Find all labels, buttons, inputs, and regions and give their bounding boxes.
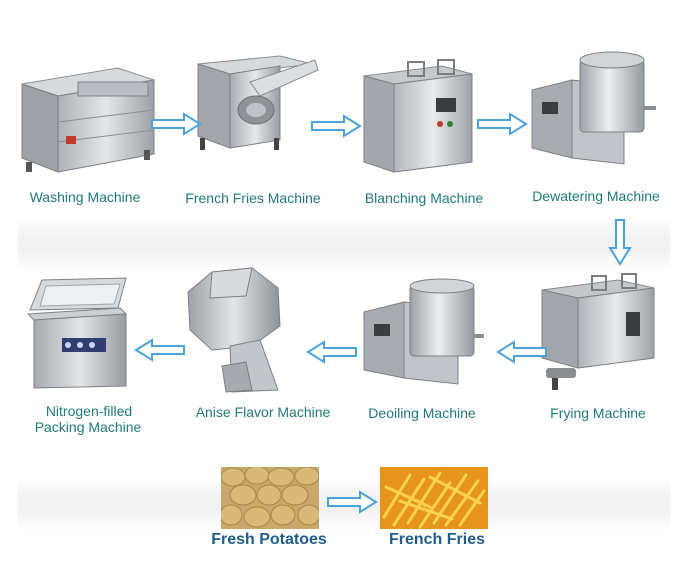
label-blanching-machine: Blanching Machine xyxy=(364,190,484,206)
arrow-left-icon xyxy=(496,340,548,364)
label-packing-line2: Packing Machine xyxy=(34,419,142,435)
french-fries-image xyxy=(380,467,488,529)
label-fresh-potatoes: Fresh Potatoes xyxy=(211,531,327,548)
label-deoiling-machine: Deoiling Machine xyxy=(368,405,476,421)
french-fries-machine-image xyxy=(190,52,320,160)
label-french-fries-machine: French Fries Machine xyxy=(185,190,321,206)
arrow-down-icon xyxy=(608,218,632,266)
arrow-right-icon xyxy=(476,112,528,136)
label-packing-line1: Nitrogen-filled xyxy=(45,403,133,419)
blanching-machine-image xyxy=(358,58,476,178)
frying-machine-image xyxy=(538,272,660,396)
background-band-top xyxy=(18,218,670,272)
packing-machine-image xyxy=(22,274,134,392)
deoiling-machine-image xyxy=(362,278,486,388)
dewatering-machine-image xyxy=(528,50,660,170)
arrow-left-icon xyxy=(306,340,358,364)
arrow-left-icon xyxy=(134,338,186,362)
label-washing-machine: Washing Machine xyxy=(29,189,141,205)
label-frying-machine: Frying Machine xyxy=(550,405,646,421)
washing-machine-image xyxy=(18,62,156,180)
anise-flavor-machine-image xyxy=(182,266,292,396)
label-french-fries: French Fries xyxy=(388,531,486,548)
arrow-right-icon xyxy=(326,490,378,514)
label-dewatering-machine: Dewatering Machine xyxy=(532,188,660,204)
fresh-potatoes-image xyxy=(221,467,319,529)
arrow-right-icon xyxy=(310,114,362,138)
arrow-right-icon xyxy=(150,112,202,136)
label-anise-flavor-machine: Anise Flavor Machine xyxy=(195,404,331,420)
